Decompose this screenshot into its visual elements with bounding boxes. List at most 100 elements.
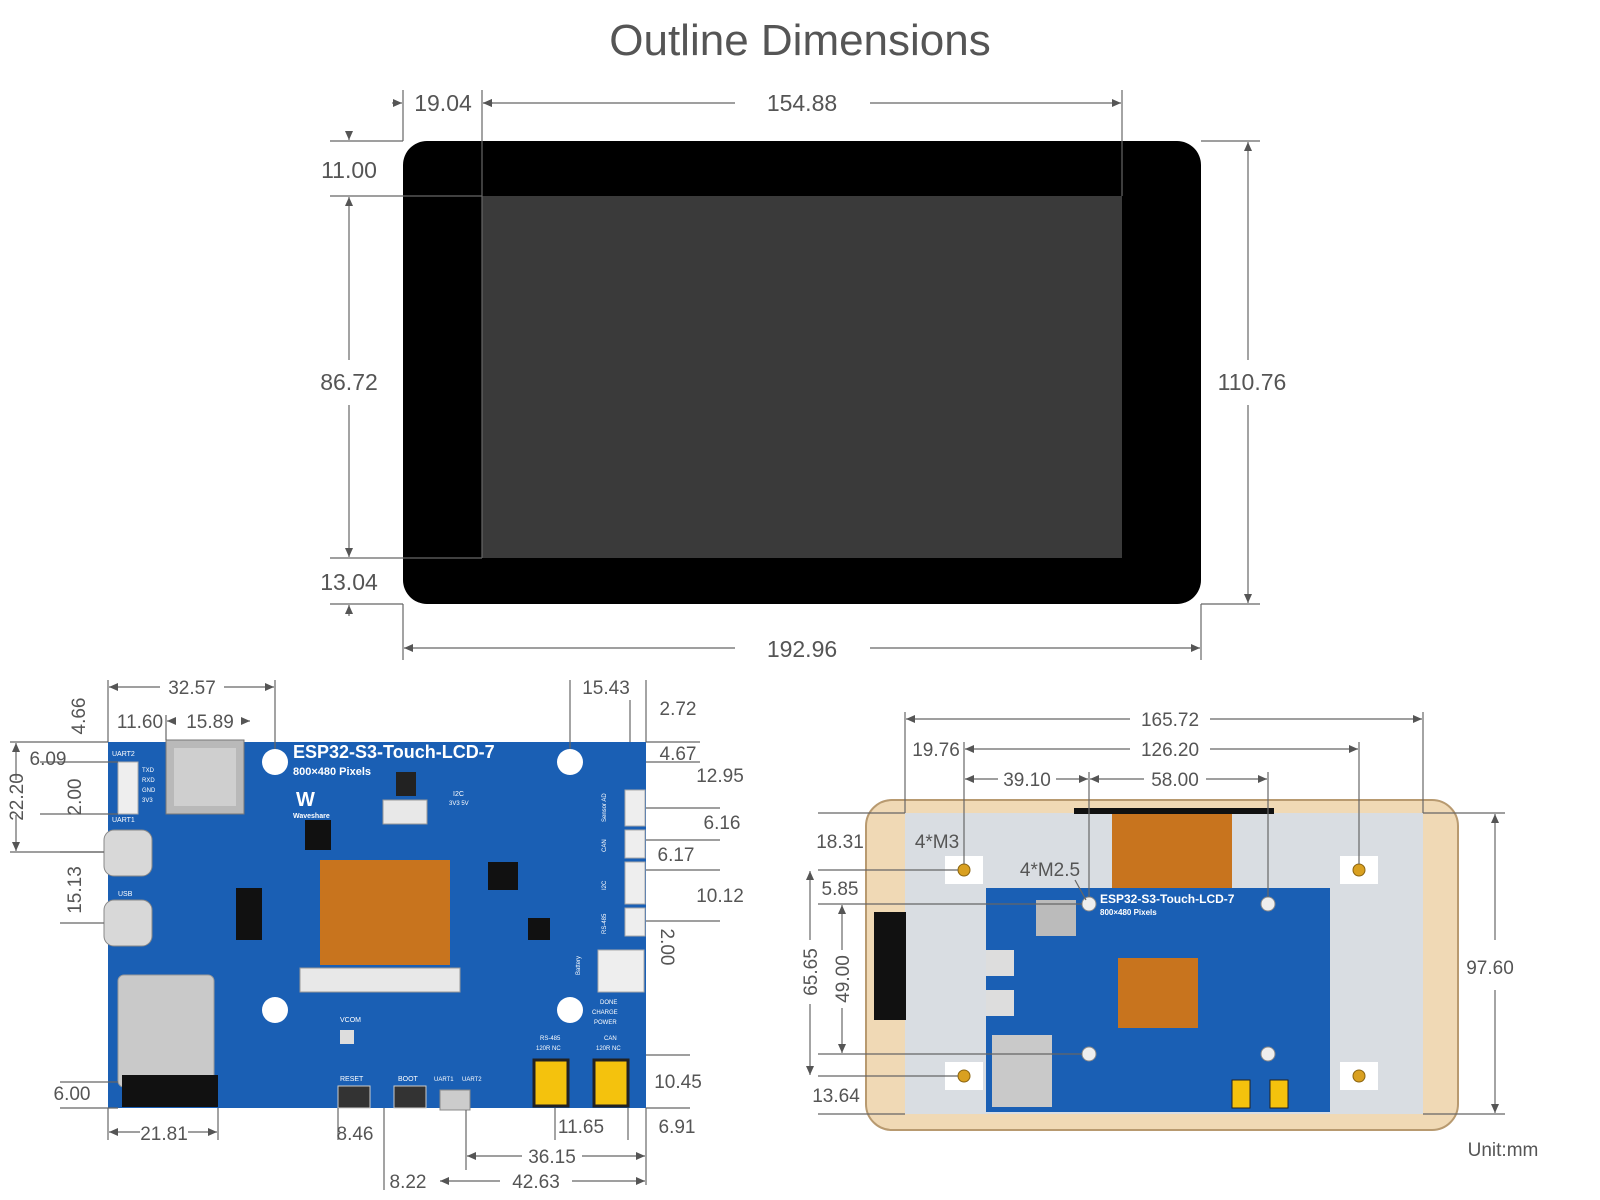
rs485-header: [624, 907, 646, 937]
silk-battery: Battery: [576, 956, 582, 975]
back-pcb-fpc: [1118, 958, 1198, 1028]
dim-5-85: 5.85: [822, 879, 859, 900]
silk-rs485-side: RS-485: [602, 913, 608, 934]
silk-rs485-nc: 120R NC: [536, 1046, 561, 1052]
dim-10-45: 10.45: [654, 1072, 702, 1093]
mount-hole: [262, 997, 288, 1023]
ic-chip: [488, 862, 518, 890]
dim-42-63: 42.63: [512, 1172, 560, 1193]
label-m25: 4*M2.5: [1020, 860, 1080, 881]
dim-58-00: 58.00: [1151, 770, 1199, 791]
esp32-module: [117, 974, 215, 1088]
dim-2-72: 2.72: [660, 699, 697, 720]
fpc-connector: [299, 967, 461, 993]
dim-4-67: 4.67: [660, 744, 697, 765]
usb-c-usb: [103, 899, 153, 947]
silk-can: CAN: [604, 1036, 617, 1042]
silk-uart1-sw: UART1: [434, 1077, 454, 1083]
silk-can-side: CAN: [602, 839, 608, 852]
can-jumper: [592, 1058, 630, 1108]
display-active-area: [482, 196, 1122, 558]
dim-15-13: 15.13: [65, 866, 86, 914]
vcom-pot: [340, 1030, 354, 1044]
back-board-name: ESP32-S3-Touch-LCD-7: [1100, 892, 1235, 906]
sd-card-body: [174, 748, 236, 806]
front-view: 19.04 154.88 11.00 86.72 13.04 110.76 19…: [320, 90, 1286, 662]
dim-8-46: 8.46: [337, 1124, 374, 1145]
boot-button: [393, 1085, 427, 1109]
silk-rxd: RXD: [142, 778, 155, 784]
dim-15-89: 15.89: [186, 712, 234, 733]
back-board-resolution: 800×480 Pixels: [1100, 908, 1157, 917]
dim-32-57: 32.57: [168, 678, 216, 699]
unit-label: Unit:mm: [1468, 1140, 1539, 1161]
m3-hole: [957, 1069, 971, 1083]
reset-button: [337, 1085, 371, 1109]
back-esp32: [992, 1035, 1052, 1107]
waveshare-logo: W: [296, 789, 315, 811]
back-usb-c: [986, 950, 1014, 976]
dim-97-60: 97.60: [1466, 958, 1514, 979]
ic-chip: [528, 918, 550, 940]
silk-3v3: 3V3: [142, 798, 153, 804]
dim-10-12: 10.12: [696, 886, 744, 907]
dim-6-91: 6.91: [659, 1117, 696, 1138]
sensor-header: [624, 789, 646, 827]
back-jumper: [1269, 1079, 1289, 1109]
silk-usb: USB: [118, 891, 133, 898]
dim-154-88: 154.88: [767, 90, 837, 116]
dim-110-76: 110.76: [1218, 369, 1287, 395]
dim-19-04: 19.04: [414, 90, 472, 116]
silk-vcom: VCOM: [340, 1017, 361, 1024]
dim-15-43: 15.43: [582, 678, 630, 699]
uart-switch: [439, 1089, 471, 1111]
back-fpc-bar: [1074, 808, 1274, 814]
m25-hole: [1260, 1046, 1276, 1062]
dim-36-15: 36.15: [528, 1147, 576, 1168]
ic-chip: [305, 820, 331, 850]
touch-fpc: [396, 772, 416, 796]
silk-charge: CHARGE: [592, 1010, 618, 1016]
mount-hole: [262, 749, 288, 775]
dim-2-00-right: 2.00: [656, 929, 677, 966]
dim-192-96: 192.96: [767, 636, 837, 662]
m25-hole: [1081, 1046, 1097, 1062]
dim-8-22: 8.22: [390, 1172, 427, 1193]
silk-done: DONE: [600, 1000, 617, 1006]
dim-11-00: 11.00: [321, 157, 377, 183]
dim-165-72: 165.72: [1141, 710, 1199, 731]
m3-hole: [1352, 1069, 1366, 1083]
back-jumper: [1231, 1079, 1251, 1109]
can-header: [624, 829, 646, 859]
page-title: Outline Dimensions: [609, 16, 991, 65]
dim-2-00-left: 2.00: [65, 779, 86, 816]
silk-uart1: UART1: [112, 817, 135, 824]
dim-39-10: 39.10: [1003, 770, 1051, 791]
silk-i2c: I2C: [453, 791, 464, 798]
dim-6-16: 6.16: [704, 813, 741, 834]
i2c-header: [624, 861, 646, 905]
dim-6-09: 6.09: [30, 749, 67, 770]
silk-i2c-side: I2C: [602, 880, 608, 890]
fpc-cable: [320, 860, 450, 965]
m3-hole: [1352, 863, 1366, 877]
dim-49-00: 49.00: [833, 955, 854, 1003]
mount-hole: [557, 749, 583, 775]
silk-sensor: Sensor AD: [602, 793, 608, 822]
uart2-connector: [117, 761, 139, 815]
dim-21-81: 21.81: [140, 1124, 188, 1145]
dim-18-31: 18.31: [816, 832, 864, 853]
board-name: ESP32-S3-Touch-LCD-7: [293, 742, 495, 762]
board-resolution: 800×480 Pixels: [293, 766, 371, 778]
dim-11-65: 11.65: [558, 1117, 604, 1138]
touch-connector: [382, 799, 428, 825]
dim-6-00: 6.00: [54, 1084, 91, 1105]
side-cutout: [874, 912, 906, 1020]
silk-uart2-sw: UART2: [462, 1077, 482, 1083]
m3-hole: [957, 863, 971, 877]
dim-6-17: 6.17: [658, 845, 695, 866]
back-view: ESP32-S3-Touch-LCD-7 800×480 Pixels: [801, 710, 1538, 1161]
silk-uart2: UART2: [112, 751, 135, 758]
silk-rs485: RS-485: [540, 1036, 561, 1042]
dim-13-64: 13.64: [812, 1086, 860, 1107]
